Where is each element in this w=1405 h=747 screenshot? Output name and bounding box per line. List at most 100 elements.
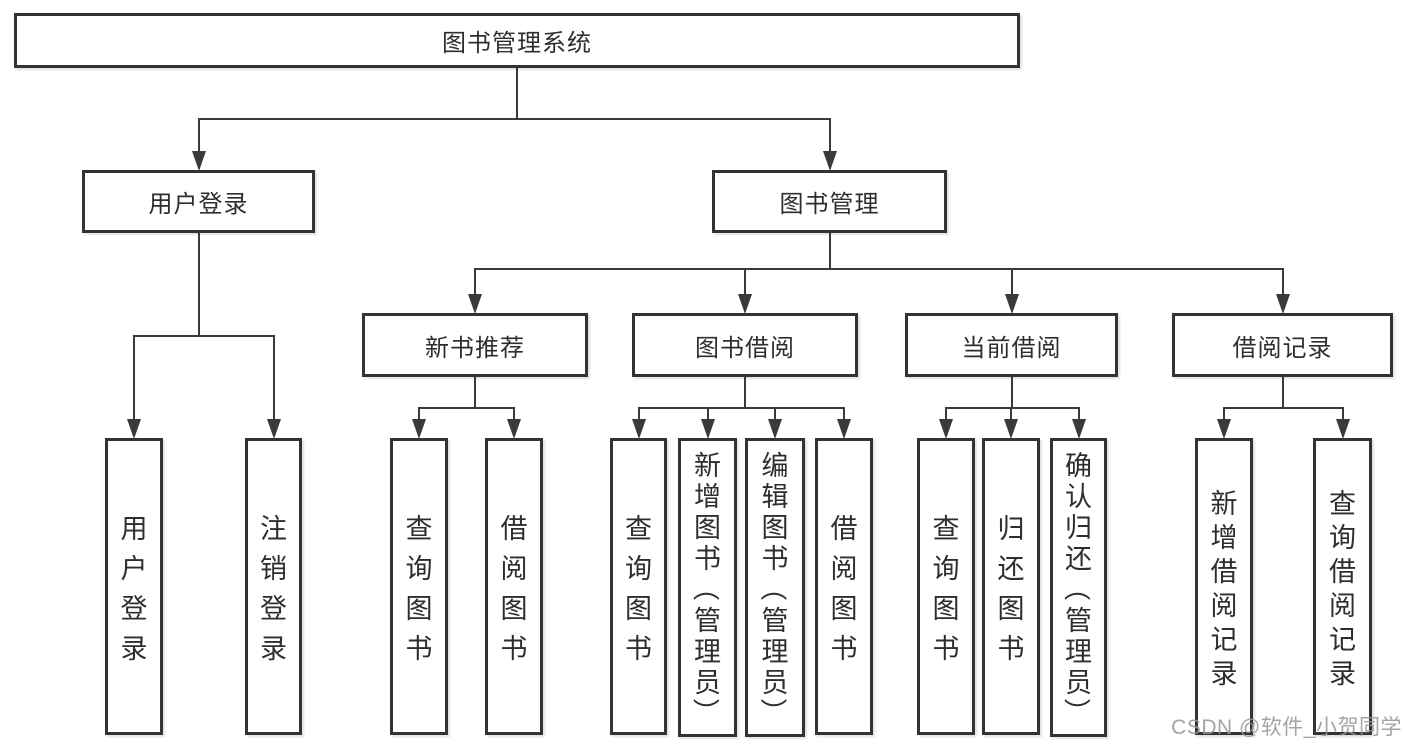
connector-segment: [707, 407, 709, 420]
node-label-char: 录: [120, 634, 148, 664]
node-label: 图书借阅: [695, 334, 795, 362]
node-label-char: 员: [761, 668, 789, 698]
node-label-char: 图: [694, 513, 721, 543]
connector-segment: [1010, 407, 1012, 420]
node-leaf-user-login: 用户登录: [105, 438, 163, 735]
node-cb-query-books: 查询图书: [917, 438, 975, 735]
node-label-char: 阅: [1210, 591, 1238, 621]
connector-segment: [1342, 407, 1344, 420]
node-label-char: 借: [500, 514, 528, 544]
node-label-char: 编: [761, 451, 789, 481]
node-label-char: 查: [1329, 489, 1356, 519]
node-label-char: 用: [120, 514, 148, 544]
arrow-down-icon: [1005, 294, 1019, 314]
node-label: 用户登录: [148, 191, 249, 218]
node-label: 借阅记录: [1232, 334, 1333, 362]
node-label-char: （: [757, 574, 788, 601]
node-label-char: 询: [405, 554, 433, 584]
node-label-char: 认: [1065, 482, 1092, 512]
arrow-down-icon: [1217, 419, 1231, 439]
node-label-char: 员: [694, 668, 721, 698]
connector-segment: [513, 407, 515, 420]
node-book-mgmt: 图书管理: [712, 170, 947, 233]
csdn-watermark: CSDN @软件_小贺同学: [1171, 716, 1402, 739]
node-label-char: 登: [260, 594, 287, 624]
node-label-char: 新: [694, 451, 721, 481]
node-label-char: ）: [1061, 698, 1091, 725]
node-label-char: 还: [997, 554, 1025, 584]
node-borrow-records: 借阅记录: [1172, 313, 1393, 377]
arrow-down-icon: [1276, 294, 1290, 314]
node-label-char: 查: [932, 514, 960, 544]
node-label-char: 理: [1065, 637, 1092, 667]
node-label-char: 书: [405, 634, 433, 664]
node-label-char: 查: [405, 514, 433, 544]
connector-segment: [474, 377, 476, 409]
node-label-char: 理: [694, 637, 721, 667]
arrow-down-icon: [701, 419, 715, 439]
node-label-char: 书: [932, 634, 960, 664]
node-label-char: 登: [120, 594, 148, 624]
node-label-char: 增: [694, 482, 721, 512]
arrow-down-icon: [632, 419, 646, 439]
node-label-char: 管: [694, 606, 721, 636]
node-label-char: 录: [1210, 659, 1238, 689]
node-label-char: （: [690, 574, 720, 601]
connector-segment: [516, 68, 518, 120]
node-label-char: 借: [1210, 557, 1238, 587]
node-label-char: 录: [1329, 659, 1356, 689]
node-label-char: 注: [260, 514, 287, 544]
node-new-book-rec: 新书推荐: [362, 313, 588, 377]
node-label-char: 图: [405, 594, 433, 624]
node-nb-borrow-books: 借阅图书: [485, 438, 543, 735]
node-leaf-logout: 注销登录: [245, 438, 302, 735]
node-label-char: 询: [1329, 523, 1356, 553]
node-label-char: 借: [1329, 557, 1356, 587]
connector-segment: [1223, 407, 1225, 420]
connector-segment: [1282, 268, 1284, 295]
connector-segment: [198, 118, 200, 152]
arrow-down-icon: [768, 419, 782, 439]
arrow-down-icon: [468, 294, 482, 314]
node-label-char: 询: [625, 554, 652, 584]
arrow-down-icon: [837, 419, 851, 439]
connector-segment: [774, 407, 776, 420]
connector-segment: [1011, 377, 1013, 409]
arrow-down-icon: [738, 294, 752, 314]
arrow-down-icon: [267, 419, 281, 439]
node-label-char: ）: [757, 698, 788, 725]
node-label-char: 管: [1065, 606, 1092, 636]
node-cb-confirm-return: 确认归还（管理员）: [1050, 438, 1107, 737]
arrow-down-icon: [507, 419, 521, 439]
node-label-char: ）: [690, 698, 720, 725]
node-user-login: 用户登录: [82, 170, 315, 233]
node-label-char: 阅: [830, 554, 858, 584]
node-label-char: 阅: [500, 554, 528, 584]
node-label-char: 图: [830, 594, 858, 624]
connector-segment: [133, 335, 275, 337]
connector-segment: [1282, 377, 1284, 409]
node-label-char: 书: [694, 544, 721, 574]
node-label-char: 辑: [761, 482, 789, 512]
connector-segment: [829, 233, 831, 270]
connector-segment: [198, 233, 200, 337]
node-label: 图书管理系统: [442, 30, 592, 57]
connector-segment: [418, 407, 515, 409]
node-label-char: 图: [932, 594, 960, 624]
node-label-char: 图: [761, 513, 789, 543]
node-label-char: 记: [1329, 625, 1356, 655]
node-label-char: 记: [1210, 625, 1238, 655]
arrow-down-icon: [1336, 419, 1350, 439]
arrow-down-icon: [1072, 419, 1086, 439]
connector-segment: [474, 268, 1284, 270]
connector-segment: [273, 335, 275, 420]
node-label: 图书管理: [779, 191, 880, 218]
node-bb-query-books: 查询图书: [610, 438, 667, 735]
connector-segment: [638, 407, 640, 420]
node-label-char: 管: [761, 606, 789, 636]
arrow-down-icon: [939, 419, 953, 439]
node-label-char: 图: [625, 594, 652, 624]
connector-segment: [133, 335, 135, 420]
connector-segment: [945, 407, 947, 420]
